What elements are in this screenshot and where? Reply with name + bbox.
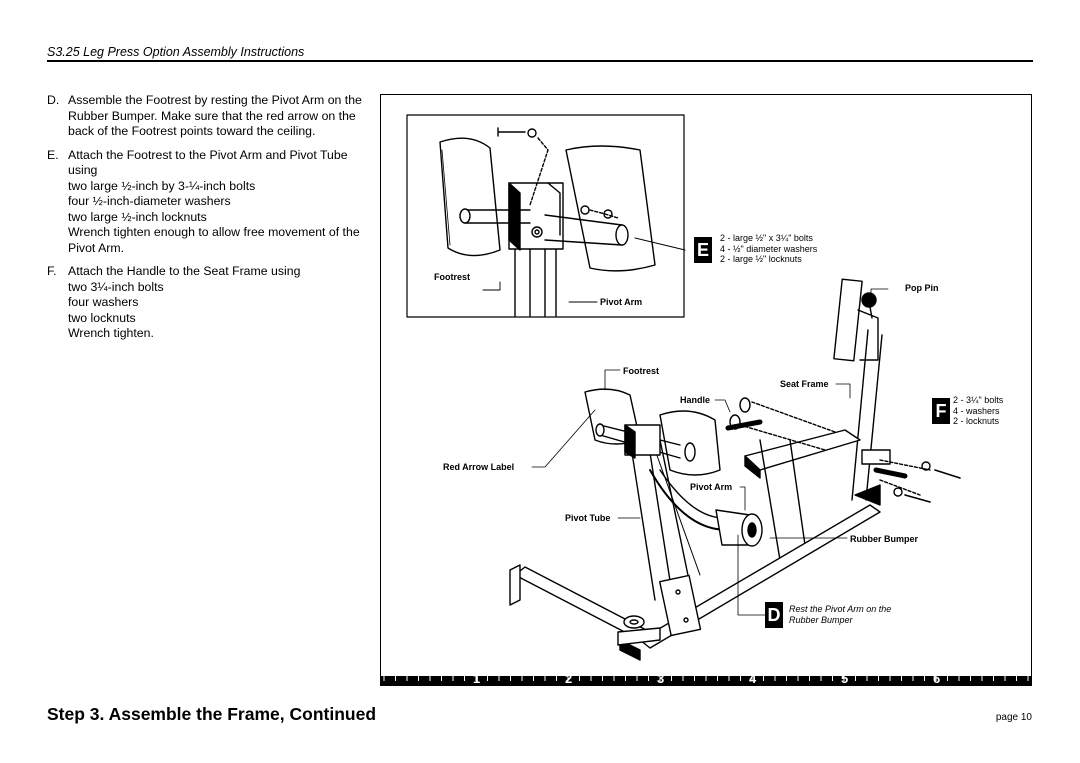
e-part-3: 2 - large ½" locknuts — [720, 254, 802, 264]
e-parts-list: 2 - large ½" x 3¼" bolts 4 - ½" diameter… — [720, 233, 817, 265]
f-part-2: 4 - washers — [953, 405, 1000, 416]
footrest-label: Footrest — [623, 366, 659, 376]
ruler-3: 3 — [657, 671, 665, 686]
pop-pin-label: Pop Pin — [905, 283, 939, 293]
step-e-letter: E. — [47, 147, 59, 162]
main-machine-art — [509, 278, 961, 661]
step-d-badge: D — [765, 602, 783, 628]
f-part-1: 2 - 3¼" bolts — [953, 395, 1004, 405]
step-f-line-1: two 3¼-inch bolts — [68, 279, 164, 294]
ruler-ticks — [383, 676, 1029, 681]
step-f: F. Attach the Handle to the Seat Frame u… — [47, 264, 367, 342]
step-d-text: Assemble the Footrest by resting the Piv… — [68, 93, 362, 138]
step-e-text: Attach the Footrest to the Pivot Arm and… — [68, 147, 348, 178]
step-e-badge: E — [694, 237, 712, 263]
step-f-letter: F. — [47, 264, 57, 278]
inset-box — [406, 114, 685, 318]
ruler-6: 6 — [933, 671, 941, 686]
d-note: Rest the Pivot Arm on the Rubber Bumper — [789, 604, 892, 625]
step-e-line-4: Wrench tighten enough to allow free move… — [68, 225, 360, 255]
instructions: D. Assemble the Footrest by resting the … — [47, 93, 367, 350]
step-e-line-1: two large ½-inch by 3-¼-inch bolts — [68, 178, 256, 193]
callout-leaders — [531, 288, 889, 616]
ruler-1: 1 — [473, 671, 481, 686]
step-f-line-4: Wrench tighten. — [68, 326, 154, 340]
pivot-arm-label: Pivot Arm — [690, 482, 733, 492]
step-e-line-3: two large ½-inch locknuts — [68, 209, 207, 224]
rubber-bumper-label: Rubber Bumper — [850, 534, 919, 544]
pivot-tube-label: Pivot Tube — [565, 513, 611, 523]
step-d-letter: D. — [47, 93, 60, 107]
inset-pivot-arm-label: Pivot Arm — [600, 297, 643, 307]
inset-footrest-label: Footrest — [434, 272, 470, 282]
red-arrow-label: Red Arrow Label — [443, 462, 515, 472]
handle-label: Handle — [680, 395, 711, 405]
e-part-2: 4 - ½" diameter washers — [720, 243, 818, 254]
seat-frame-label: Seat Frame — [780, 379, 829, 389]
ruler-4: 4 — [749, 671, 757, 686]
f-part-3: 2 - locknuts — [953, 416, 1000, 426]
page-number: page 10 — [995, 712, 1032, 723]
inset-art — [439, 127, 656, 317]
header-rule — [47, 60, 1033, 62]
step-d: D. Assemble the Footrest by resting the … — [47, 93, 367, 140]
step-f-text: Attach the Handle to the Seat Frame usin… — [68, 264, 301, 278]
step-e-line-2: four ½-inch-diameter washers — [68, 194, 231, 208]
step-f-line-2: four washers — [68, 295, 139, 309]
ruler-2: 2 — [565, 671, 573, 686]
step-f-badge: F — [932, 398, 950, 424]
f-parts-list: 2 - 3¼" bolts 4 - washers 2 - locknuts — [953, 395, 1003, 427]
step-title: Step 3. Assemble the Frame, Continued — [47, 704, 377, 724]
step-e: E. Attach the Footrest to the Pivot Arm … — [47, 148, 367, 257]
ruler-5: 5 — [841, 671, 849, 686]
page-header: S3.25 Leg Press Option Assembly Instruct… — [47, 45, 305, 59]
step-f-line-3: two locknuts — [68, 310, 136, 325]
e-part-1: 2 - large ½" x 3¼" bolts — [720, 233, 813, 243]
